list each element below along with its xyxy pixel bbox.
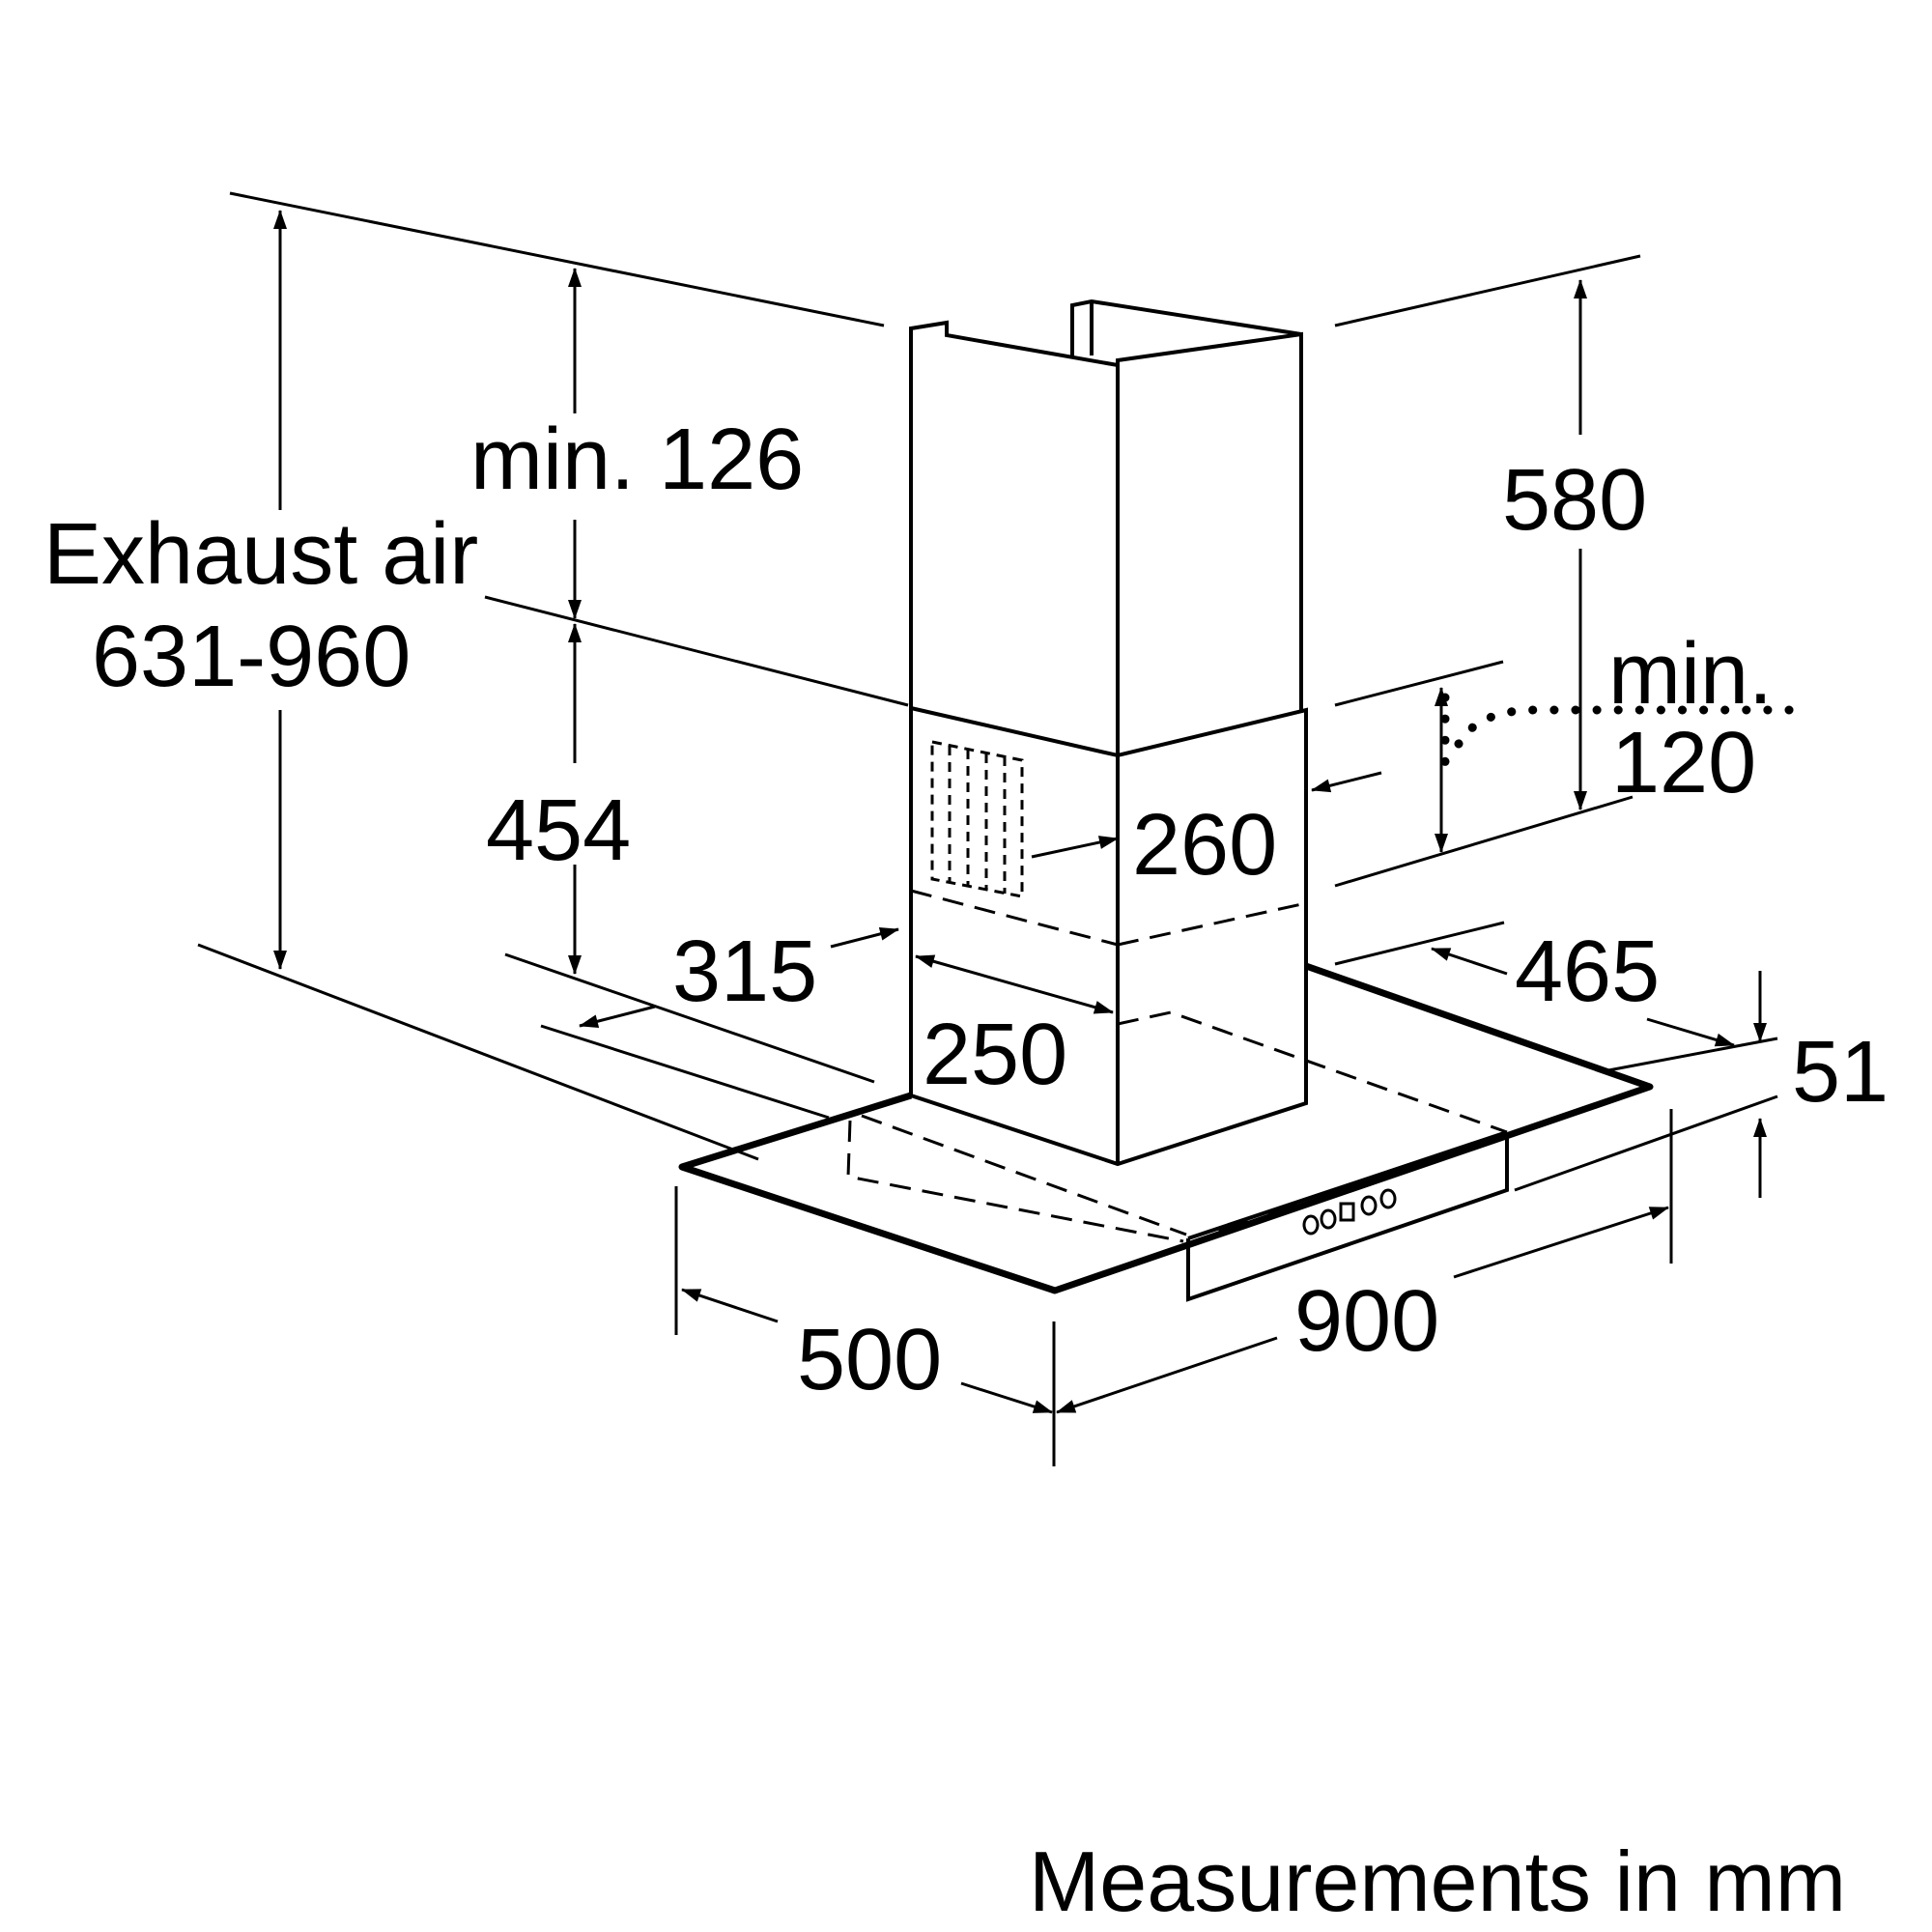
extension-lines <box>197 191 1778 1466</box>
dimension-260: 260 <box>1132 797 1277 894</box>
dimension-315: 315 <box>672 923 817 1020</box>
dimension-454: 454 <box>486 782 631 879</box>
dimension-500: 500 <box>797 1312 942 1408</box>
upper-chimney <box>909 298 1303 755</box>
measurements-caption: Measurements in mm <box>1029 1833 1846 1929</box>
exhaust-air-range: 631-960 <box>92 609 411 705</box>
dimension-250: 250 <box>923 1007 1067 1103</box>
dimension-900: 900 <box>1294 1273 1439 1370</box>
dimension-min-126: min. 126 <box>470 412 804 508</box>
dimension-min-120-line2: 120 <box>1611 715 1756 811</box>
hood-canopy <box>678 962 1654 1302</box>
exhaust-air-label: Exhaust air <box>43 506 478 603</box>
dimension-51: 51 <box>1792 1024 1889 1121</box>
dimension-arrows <box>273 210 1802 1414</box>
vent-grille <box>930 740 1024 898</box>
control-knobs <box>1302 1188 1397 1236</box>
dimension-580: 580 <box>1502 452 1647 549</box>
dimension-465: 465 <box>1515 923 1660 1020</box>
dimension-min-120-line1: min. <box>1608 626 1773 723</box>
